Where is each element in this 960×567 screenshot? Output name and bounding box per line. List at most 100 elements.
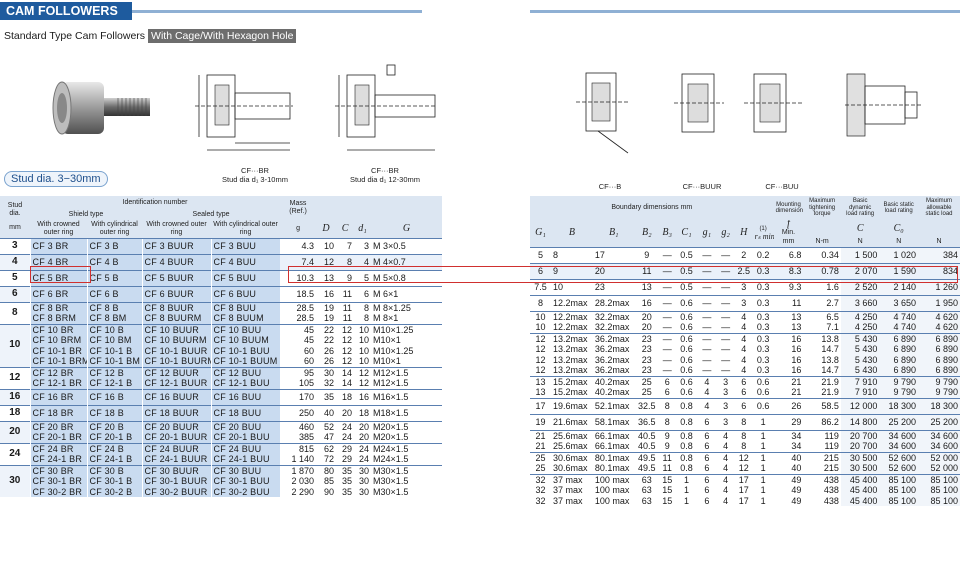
value-cell: 16 (791, 365, 802, 375)
value-cell-C: 24 (342, 432, 353, 442)
value-cell: 13.2max (552, 365, 588, 375)
part-number-cell: CF 24 BR (29, 442, 87, 454)
hd-C: C (336, 220, 355, 238)
value-cell: 85 100 (918, 473, 960, 485)
value-cell-D: 10 (316, 237, 337, 254)
value-cell: 34 600 (918, 441, 960, 452)
part-number-cell: CF 16 B (86, 388, 142, 405)
value-cell: 0.6 (675, 375, 698, 387)
value-cell: 34 (791, 441, 802, 451)
part-number-cell: CF 30-1 BUUR (141, 476, 211, 487)
value-cell-D: 62 (316, 442, 337, 454)
value-cell: — (702, 365, 712, 375)
value-cell-mass: 45 (280, 323, 317, 335)
value-cell: 8 (741, 441, 747, 451)
value-cell: 15 (662, 485, 673, 495)
value-cell: 12 (734, 451, 753, 463)
caption-left-2-title: CF···BR (371, 166, 399, 175)
value-cell: 0.6 (675, 310, 698, 322)
value-cell: — (697, 332, 717, 344)
value-cell: 49.5 (638, 463, 656, 473)
part-number-cell: CF 30 BR (29, 464, 87, 476)
value-cell-G: M16×1.5 (371, 388, 442, 405)
value-cell-D: 52 (316, 420, 337, 432)
value-cell: 4 (734, 332, 753, 344)
value-cell: 4 (723, 495, 729, 506)
value-cell: 100 max (594, 485, 630, 495)
value-cell-D: 30 (316, 366, 337, 378)
value-cell: 4 (741, 322, 747, 332)
value-cell: 66.1max (592, 429, 635, 441)
value-cell: 21 (535, 441, 546, 451)
value-cell: 34 (773, 429, 804, 441)
value-cell: 12 (535, 354, 546, 365)
hd-n-unit-3: N (918, 237, 960, 247)
part-number-cell: CF 16 BUU (210, 388, 281, 405)
hd-stat: Basic static load rating (879, 196, 919, 220)
value-cell: 15.2max (552, 387, 588, 397)
part-number-cell: CF 10 BUURM (141, 335, 211, 346)
value-cell: 30 500 (840, 451, 880, 463)
value-cell-G: M20×1.5 (373, 432, 409, 442)
value-cell: 119 (803, 429, 841, 441)
value-cell-G: M24×1.5 (371, 442, 442, 454)
part-number-cell: CF 12-1 BR (29, 378, 87, 389)
stud-dia-cell: 12 (0, 366, 30, 389)
value-cell-C: 14 (336, 366, 355, 378)
value-cell-D: 72 (324, 454, 335, 464)
part-number-cell: CF 20 BUU (210, 420, 281, 432)
part-number-cell: CF 10 BR (29, 323, 87, 335)
value-cell-D: 35 (316, 388, 337, 405)
value-cell: 25 (535, 463, 546, 473)
value-cell: 9 790 (879, 375, 919, 387)
value-cell: 0.6 (752, 375, 774, 387)
value-cell-d1: 12 (359, 378, 370, 388)
stud-dia-cell: 20 (0, 420, 30, 443)
value-cell: 4 620 (918, 322, 960, 333)
value-cell-G: M12×1.5 (373, 378, 409, 388)
value-cell-D: 16 (316, 285, 337, 302)
hd-g: g (280, 220, 317, 238)
part-number-cell: CF 12-1 B (86, 378, 142, 389)
hd-cyl-2: With cylindrical outer ring (211, 220, 281, 238)
part-number-cell: CF 30-2 BR (29, 486, 87, 497)
part-number-cell: CF 30-1 B (86, 476, 142, 487)
part-number-cell: CF 30 BUU (210, 464, 281, 476)
value-cell: 52 600 (879, 451, 919, 463)
value-cell-D: 90 (324, 486, 335, 497)
value-cell: 36.2max (594, 344, 630, 354)
hd-n-unit-1: N (840, 237, 880, 247)
value-cell-D: 47 (324, 432, 335, 442)
part-number-cell: CF 12-1 BUUR (141, 378, 211, 389)
value-cell: 40.5 (634, 429, 659, 441)
part-number-cell: CF 8 B (86, 301, 142, 313)
value-cell-C: 14 (342, 378, 353, 388)
value-cell-C: 18 (336, 388, 355, 405)
value-cell-G: M18×1.5 (371, 404, 442, 421)
value-cell: — (697, 310, 717, 322)
hd-sealed: Sealed type (142, 210, 281, 220)
value-cell: 6 890 (918, 344, 960, 355)
value-cell: 1 (752, 451, 774, 463)
value-cell: 0.3 (756, 354, 770, 365)
part-number-cell: CF 30 B (86, 464, 142, 476)
value-cell: 12.2max (550, 310, 593, 322)
hd-g1: g₁ (697, 220, 717, 247)
drawing-cf-buu (744, 73, 802, 133)
value-cell: 2 (734, 246, 753, 263)
value-cell: 58.1max (592, 413, 635, 430)
value-cell: 18 300 (918, 397, 960, 414)
part-number-cell: CF 10-1 BUUR (141, 345, 211, 356)
value-cell: 85 100 (918, 485, 960, 496)
value-cell: — (658, 310, 676, 322)
value-cell: 1 (683, 495, 689, 506)
part-number-cell: CF 6 BUUR (141, 285, 211, 302)
value-cell: 3 (716, 375, 735, 387)
value-cell: 12.2max (550, 294, 593, 311)
